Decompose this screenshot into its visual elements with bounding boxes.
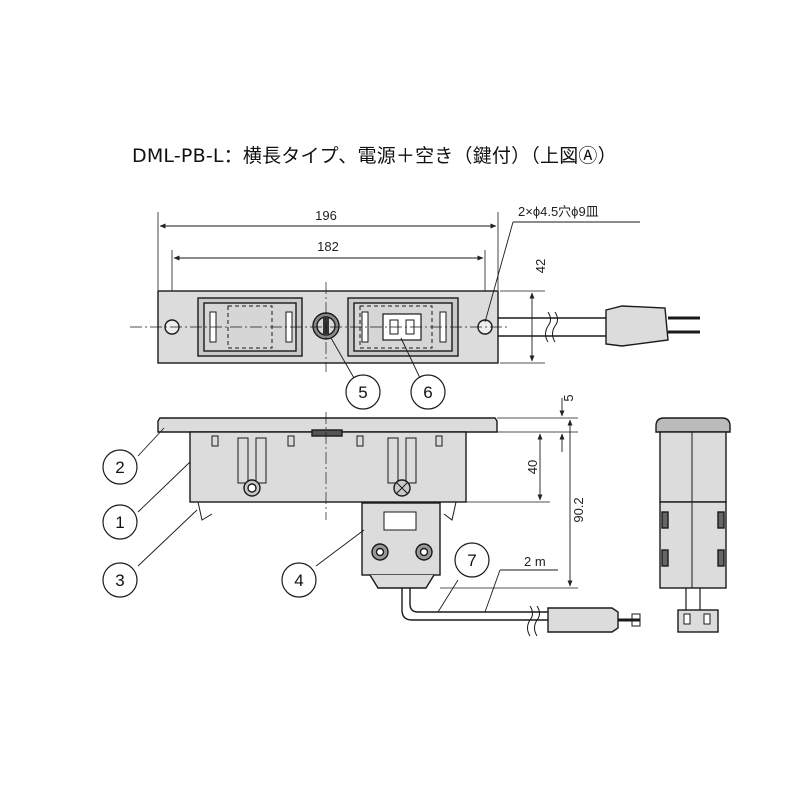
front-view: [137, 398, 641, 637]
top-view: [130, 212, 700, 379]
callout-bubble-6: [410, 374, 446, 410]
callout-5: 5: [358, 383, 367, 402]
body: [189, 431, 467, 503]
dim-body-depth: 40: [525, 460, 540, 474]
dim-hole-pitch: 182: [317, 239, 339, 254]
side-view: [655, 417, 731, 633]
callout-bubble-1: [102, 504, 138, 540]
dim-flange-thickness: 5: [561, 394, 576, 401]
dim-overall-width: 196: [315, 208, 337, 223]
callout-3: 3: [115, 571, 124, 590]
plug-side: [547, 607, 619, 633]
dim-cord-length: 2 m: [524, 554, 546, 569]
callout-1: 1: [115, 513, 124, 532]
callout-bubble-2: [102, 449, 138, 485]
dim-total-depth: 90.2: [571, 497, 586, 522]
callout-bubble-4: [281, 562, 317, 598]
dim-height-top: 42: [533, 259, 548, 273]
drawing-title: DML-PB-L：横長タイプ、電源＋空き（鍵付）（上図Ⓐ）: [132, 145, 617, 167]
callout-7: 7: [467, 551, 476, 570]
callout-bubble-7: [454, 542, 490, 578]
plug-top: [605, 305, 669, 347]
callout-2: 2: [115, 458, 124, 477]
flange: [157, 417, 498, 433]
callout-4: 4: [294, 571, 303, 590]
callout-bubble-3: [102, 562, 138, 598]
callout-6: 6: [423, 383, 432, 402]
callouts: [102, 374, 490, 598]
callout-bubble-5: [345, 374, 381, 410]
dim-hole-note: 2×ϕ4.5穴ϕ9皿: [518, 204, 599, 219]
